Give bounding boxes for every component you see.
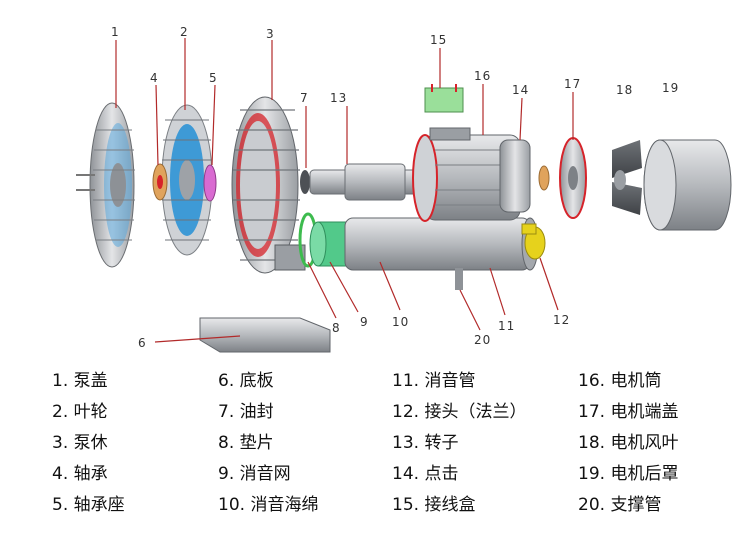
callout-11: 11 (498, 319, 515, 333)
motor-bearing-part (538, 165, 550, 191)
callout-5: 5 (209, 71, 218, 85)
legend-item: 6. 底板 (218, 371, 274, 391)
exploded-blower-diagram: 1 2 3 4 5 6 7 13 8 9 10 20 11 12 15 16 1… (76, 25, 732, 353)
leader-lines (115, 38, 574, 343)
legend-item: 9. 消音网 (218, 464, 291, 484)
legend-item: 4. 轴承 (52, 464, 108, 484)
leader-20 (459, 289, 481, 331)
callout-6: 6 (138, 336, 147, 350)
callout-numbers: 1 2 3 4 5 6 7 13 8 9 10 20 11 12 15 16 1… (111, 25, 679, 350)
flange-part (521, 223, 546, 260)
legend-item: 11. 消音管 (392, 371, 476, 391)
motor-housing-part (412, 127, 521, 222)
legend-item: 10. 消音海绵 (218, 495, 319, 515)
callout-17: 17 (564, 77, 581, 91)
callout-19: 19 (662, 81, 679, 95)
callout-8: 8 (332, 321, 341, 335)
callout-1: 1 (111, 25, 120, 39)
junction-box-part (424, 84, 464, 113)
legend-item: 1. 泵盖 (52, 371, 108, 391)
legend-column-2: 6. 底板 7. 油封 8. 垫片 9. 消音网 10. 消音海绵 (218, 366, 318, 521)
leader-10 (379, 261, 401, 311)
base-plate-part (199, 317, 331, 353)
leader-12 (539, 257, 559, 311)
callout-10: 10 (392, 315, 409, 329)
legend-item: 19. 电机后罩 (578, 464, 679, 484)
motor-part (499, 139, 531, 213)
leader-9 (329, 261, 359, 313)
legend-item: 7. 油封 (218, 402, 274, 422)
parts-legend: 1. 泵盖 2. 叶轮 3. 泵休 4. 轴承 5. 轴承座 6. 底板 7. … (0, 366, 749, 536)
callout-4: 4 (150, 71, 159, 85)
legend-item: 16. 电机筒 (578, 371, 662, 391)
pump-body-part (231, 96, 306, 274)
legend-column-3: 11. 消音管 12. 接头（法兰） 13. 转子 14. 点击 15. 接线盒 (392, 366, 526, 521)
legend-item: 17. 电机端盖 (578, 402, 679, 422)
callout-15: 15 (430, 33, 447, 47)
leader-6 (154, 335, 241, 343)
callout-2: 2 (180, 25, 189, 39)
callout-12: 12 (553, 313, 570, 327)
leader-14 (519, 97, 523, 141)
legend-column-1: 1. 泵盖 2. 叶轮 3. 泵休 4. 轴承 5. 轴承座 (52, 366, 125, 521)
legend-item: 18. 电机风叶 (578, 433, 679, 453)
silencer-tube-part (344, 217, 539, 290)
legend-item: 15. 接线盒 (392, 495, 476, 515)
motor-fan-part (612, 140, 642, 215)
legend-item: 20. 支撑管 (578, 495, 662, 515)
legend-item: 5. 轴承座 (52, 495, 125, 515)
callout-7: 7 (300, 91, 309, 105)
bearing-seat-part (203, 164, 217, 202)
pump-cover-part (76, 102, 135, 268)
legend-item: 12. 接头（法兰） (392, 402, 527, 422)
callout-18: 18 (616, 83, 633, 97)
callout-16: 16 (474, 69, 491, 83)
leader-5 (211, 84, 216, 166)
bearing-part (152, 163, 168, 201)
motor-rear-cover-part (643, 139, 732, 231)
motor-end-cover-part (559, 137, 587, 219)
leader-4 (155, 84, 159, 166)
callout-20: 20 (474, 333, 491, 347)
legend-item: 3. 泵休 (52, 433, 108, 453)
impeller-part (161, 104, 213, 256)
oil-seal-part (300, 170, 310, 194)
leader-8 (307, 261, 337, 319)
callout-13: 13 (330, 91, 347, 105)
legend-item: 14. 点击 (392, 464, 459, 484)
leader-11 (489, 267, 506, 316)
callout-3: 3 (266, 27, 275, 41)
legend-item: 2. 叶轮 (52, 402, 108, 422)
callout-9: 9 (360, 315, 369, 329)
rotor-part (309, 163, 426, 201)
legend-item: 13. 转子 (392, 433, 459, 453)
legend-column-4: 16. 电机筒 17. 电机端盖 18. 电机风叶 19. 电机后罩 20. 支… (578, 366, 678, 521)
callout-14: 14 (512, 83, 529, 97)
legend-item: 8. 垫片 (218, 433, 274, 453)
